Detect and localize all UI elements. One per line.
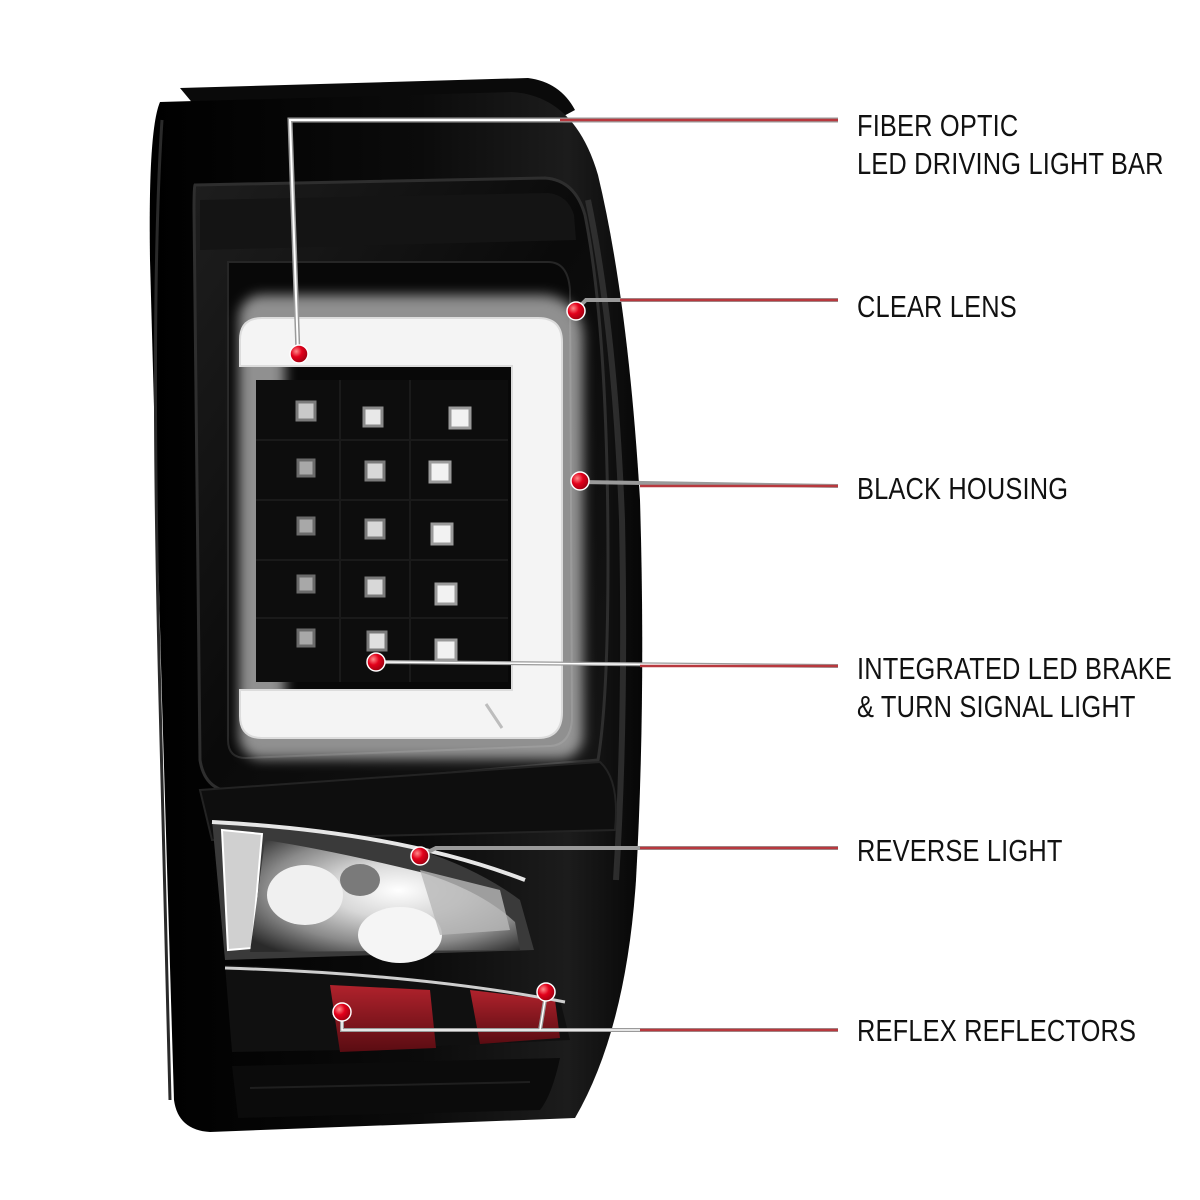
callout-label-reflex-reflectors: REFLEX REFLECTORS	[857, 1012, 1136, 1050]
callout-text-line: FIBER OPTIC	[857, 108, 1019, 143]
led	[364, 518, 386, 540]
fiber-optic-light-bar	[239, 295, 583, 759]
led	[364, 460, 386, 482]
callout-label-reverse-light: REVERSE LIGHT	[857, 832, 1063, 870]
reverse-light	[211, 820, 534, 963]
led	[428, 460, 452, 484]
marker-black-housing	[570, 471, 590, 491]
marker-clear-lens	[566, 301, 586, 321]
callout-text-line: CLEAR LENS	[857, 289, 1017, 324]
led	[434, 638, 458, 662]
callout-text-line: BLACK HOUSING	[857, 471, 1069, 506]
callout-lines	[287, 117, 839, 1032]
callout-label-led-brake: INTEGRATED LED BRAKE & TURN SIGNAL LIGHT	[857, 650, 1172, 726]
callout-label-fiber-optic: FIBER OPTIC LED DRIVING LIGHT BAR	[857, 107, 1164, 183]
led	[296, 628, 316, 648]
callout-label-black-housing: BLACK HOUSING	[857, 470, 1068, 508]
led	[364, 576, 386, 598]
callout-label-clear-lens: CLEAR LENS	[857, 288, 1017, 326]
marker-reflex-reflector-left	[332, 1002, 352, 1022]
led	[295, 400, 317, 422]
callout-text-line: & TURN SIGNAL LIGHT	[857, 689, 1136, 724]
led	[448, 406, 472, 430]
callout-text-line: REVERSE LIGHT	[857, 833, 1063, 868]
led	[362, 406, 384, 428]
led	[434, 582, 458, 606]
callout-text-line: REFLEX REFLECTORS	[857, 1013, 1137, 1048]
marker-led-brake	[366, 652, 386, 672]
led	[296, 458, 316, 478]
callout-text-line: LED DRIVING LIGHT BAR	[857, 146, 1164, 181]
led-array	[256, 380, 508, 682]
marker-reflex-reflector-right	[536, 982, 556, 1002]
led	[296, 516, 316, 536]
callout-markers	[289, 301, 590, 1022]
led	[430, 522, 454, 546]
callout-text-line: INTEGRATED LED BRAKE	[857, 651, 1172, 686]
led	[296, 574, 316, 594]
marker-reverse-light	[410, 846, 430, 866]
marker-fiber-optic	[289, 344, 309, 364]
led	[366, 630, 388, 652]
lower-housing	[198, 760, 617, 842]
